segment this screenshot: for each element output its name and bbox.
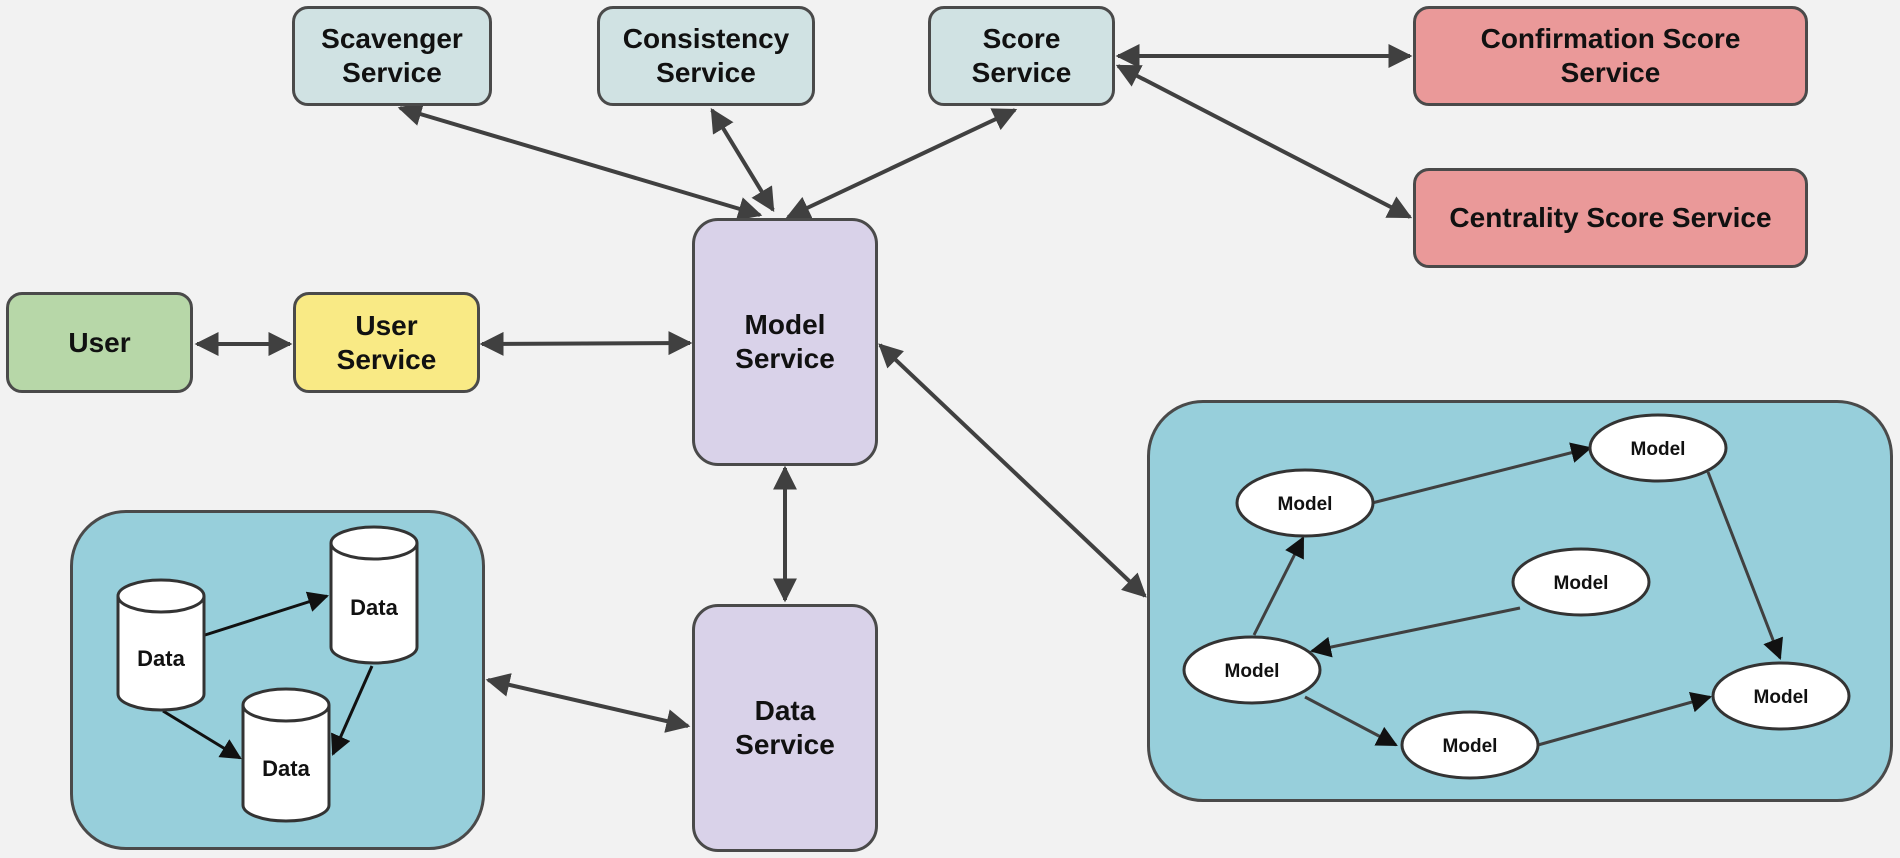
score-service-label: Score Service — [971, 23, 1072, 88]
user-label: User — [68, 326, 131, 358]
user-service-box[interactable]: User Service — [293, 292, 480, 393]
data-store-label: Data — [350, 595, 398, 620]
data-service-label: Data Service — [735, 695, 835, 760]
edge-data2-data3 — [331, 665, 374, 756]
centrality-score-service-box[interactable]: Centrality Score Service — [1413, 168, 1808, 268]
database-cylinder: Data — [116, 578, 206, 712]
model-node-label: Model — [1225, 661, 1280, 682]
edge-model-d-e — [1304, 695, 1398, 747]
arrow-model-consistency — [710, 107, 775, 213]
edge-model-d-a — [1252, 536, 1305, 636]
arrow-model-cluster — [878, 343, 1147, 598]
edge-data1-data2 — [204, 591, 330, 637]
consistency-service-label: Consistency Service — [622, 23, 790, 88]
database-cylinder: Data — [329, 525, 419, 665]
model-node-label: Model — [1631, 439, 1686, 460]
arrow-datacluster-dataservice — [485, 673, 691, 733]
model-node: Model — [1511, 547, 1651, 617]
edge-model-e-f — [1537, 691, 1713, 747]
model-node: Model — [1235, 468, 1375, 538]
model-node-label: Model — [1554, 573, 1609, 594]
model-node: Model — [1711, 661, 1851, 731]
arrow-userservice-model — [479, 331, 693, 356]
consistency-service-box[interactable]: Consistency Service — [597, 6, 815, 106]
database-cylinder: Data — [241, 687, 331, 823]
confirmation-score-service-box[interactable]: Confirmation Score Service — [1413, 6, 1808, 106]
model-service-label: Model Service — [735, 309, 835, 374]
model-node-label: Model — [1754, 687, 1809, 708]
user-box[interactable]: User — [6, 292, 193, 393]
data-store-label: Data — [262, 756, 310, 781]
centrality-score-service-label: Centrality Score Service — [1449, 202, 1772, 233]
edge-model-b-f — [1706, 471, 1783, 660]
user-service-label: User Service — [336, 309, 437, 375]
model-node-label: Model — [1443, 736, 1498, 757]
model-node: Model — [1182, 635, 1322, 705]
edge-data1-data3 — [162, 709, 242, 760]
model-node: Model — [1400, 710, 1540, 780]
edge-model-a-b — [1371, 442, 1593, 505]
data-service-box[interactable]: Data Service — [692, 604, 878, 852]
edge-model-c-d — [1309, 606, 1521, 658]
scavenger-service-label: Scavenger Service — [321, 23, 463, 88]
model-service-box[interactable]: Model Service — [692, 218, 878, 466]
score-service-box[interactable]: Score Service — [928, 6, 1115, 106]
confirmation-score-service-label: Confirmation Score Service — [1480, 23, 1741, 88]
arrow-model-score — [785, 108, 1018, 219]
data-store-label: Data — [137, 646, 185, 671]
arrow-score-centrality — [1115, 64, 1413, 219]
model-node: Model — [1588, 413, 1728, 483]
arrow-model-scavenger — [397, 102, 763, 221]
scavenger-service-box[interactable]: Scavenger Service — [292, 6, 492, 106]
model-node-label: Model — [1278, 494, 1333, 515]
data-cluster-graph: Data Data Data — [116, 525, 419, 823]
model-cluster-graph: Model Model Model Model Model Model — [1182, 413, 1851, 780]
